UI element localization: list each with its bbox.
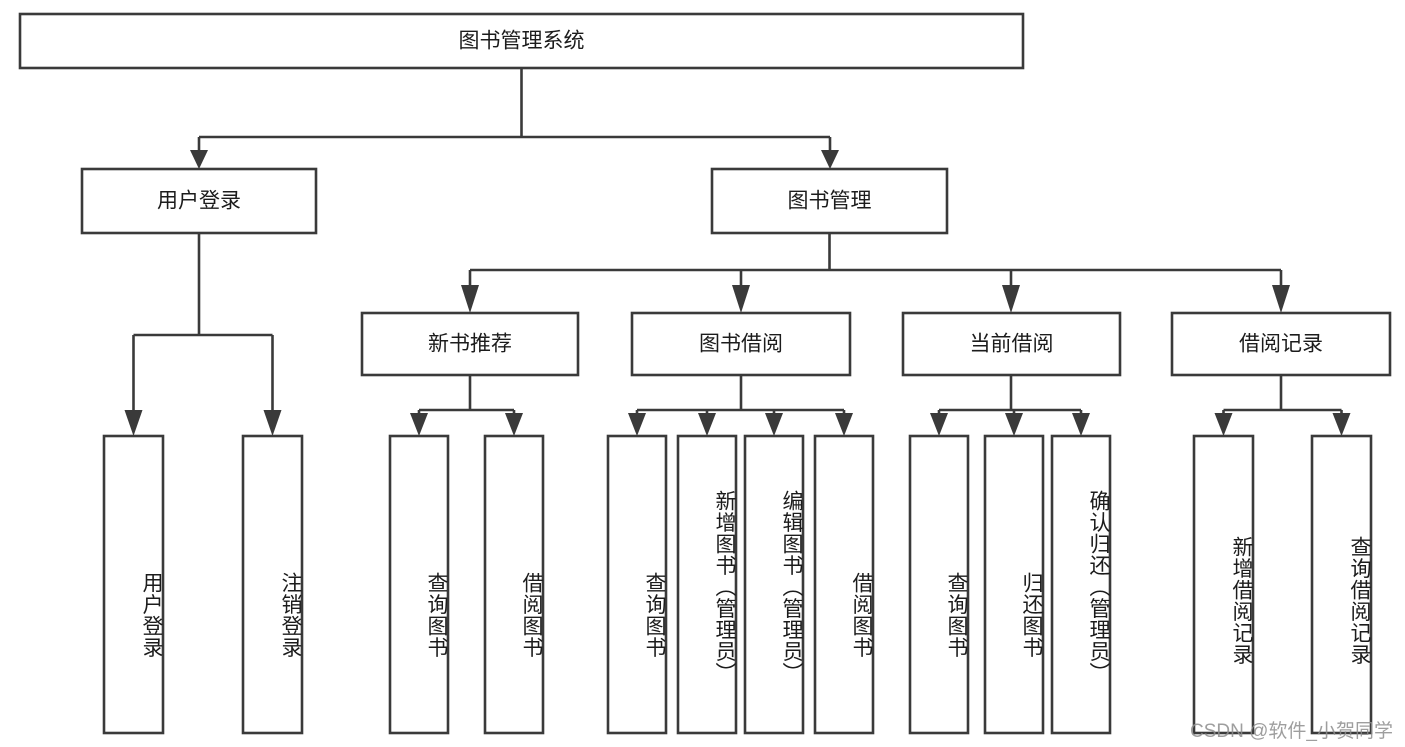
arrow-root-to-book-manage bbox=[821, 150, 839, 169]
arrow-br-to-query-record bbox=[1332, 413, 1351, 436]
node-leaf-borrow-book-bb-box[interactable] bbox=[813, 434, 875, 735]
node-borrow-record-label: 借阅记录 bbox=[1239, 333, 1323, 356]
arrow-nbr-to-borrow-book bbox=[505, 413, 523, 436]
csdn-watermark: CSDN @软件_小贺同学 bbox=[1190, 721, 1393, 742]
arrow-bm-to-bb bbox=[732, 285, 750, 313]
arrow-bm-to-cb bbox=[1002, 285, 1020, 313]
node-leaf-borrow-book-nbr-box[interactable] bbox=[483, 434, 545, 735]
arrow-br-to-add-record bbox=[1214, 413, 1233, 436]
node-current-borrow-box[interactable] bbox=[901, 311, 1122, 377]
arrow-cb-to-query-book bbox=[930, 413, 948, 436]
arrow-bm-to-br bbox=[1272, 285, 1290, 313]
node-leaf-edit-book-box[interactable] bbox=[743, 434, 805, 735]
node-book-borrow-box[interactable] bbox=[630, 311, 852, 377]
node-borrow-record[interactable]: 借阅记录 bbox=[1170, 311, 1392, 377]
connector-layer bbox=[124, 68, 1351, 436]
arrow-bm-to-nbr bbox=[461, 285, 479, 313]
node-user-login[interactable]: 用户登录 bbox=[80, 167, 318, 235]
node-leaf-query-book-cb-box[interactable] bbox=[908, 434, 970, 735]
node-leaf-return-book-box[interactable] bbox=[983, 434, 1045, 735]
node-user-login-label: 用户登录 bbox=[157, 190, 241, 213]
node-leaf-query-record-box[interactable] bbox=[1310, 434, 1373, 735]
node-new-book-recommend-box[interactable] bbox=[360, 311, 580, 377]
node-leaf-add-book-box[interactable] bbox=[676, 434, 738, 735]
node-new-book-recommend-label: 新书推荐 bbox=[428, 333, 512, 356]
node-leaf-logout-box[interactable] bbox=[241, 434, 304, 735]
arrow-root-to-user-login bbox=[190, 150, 208, 169]
node-new-book-recommend[interactable]: 新书推荐 bbox=[360, 311, 580, 377]
node-current-borrow[interactable]: 当前借阅 bbox=[901, 311, 1122, 377]
node-book-manage-box[interactable] bbox=[710, 167, 949, 235]
node-leaf-user-login-box[interactable] bbox=[102, 434, 165, 735]
arrow-cb-to-return-book bbox=[1005, 413, 1023, 436]
arrow-ul-to-leaf-logout bbox=[263, 410, 282, 436]
node-book-manage-label: 图书管理 bbox=[788, 190, 872, 213]
arrow-bb-to-add-book bbox=[698, 413, 716, 436]
arrow-bb-to-query-book bbox=[628, 413, 646, 436]
node-leaf-add-record-box[interactable] bbox=[1192, 434, 1255, 735]
node-root-box[interactable] bbox=[18, 12, 1025, 70]
arrow-nbr-to-query-book bbox=[410, 413, 428, 436]
arrow-bb-to-borrow-book bbox=[835, 413, 853, 436]
node-leaf-query-book-nbr-box[interactable] bbox=[388, 434, 450, 735]
node-user-login-box[interactable] bbox=[80, 167, 318, 235]
node-current-borrow-label: 当前借阅 bbox=[970, 333, 1054, 356]
node-leaf-confirm-return-box[interactable] bbox=[1050, 434, 1112, 735]
node-leaf-query-book-bb-box[interactable] bbox=[606, 434, 668, 735]
arrow-ul-to-leaf-user-login bbox=[124, 410, 143, 436]
leaf-node-boxes bbox=[102, 434, 1373, 735]
node-book-borrow-label: 图书借阅 bbox=[699, 333, 783, 356]
node-book-borrow[interactable]: 图书借阅 bbox=[630, 311, 852, 377]
arrow-cb-to-confirm-return bbox=[1072, 413, 1090, 436]
node-book-manage[interactable]: 图书管理 bbox=[710, 167, 949, 235]
node-borrow-record-box[interactable] bbox=[1170, 311, 1392, 377]
node-root-label: 图书管理系统 bbox=[459, 30, 585, 53]
node-root[interactable]: 图书管理系统 bbox=[18, 12, 1025, 70]
arrow-bb-to-edit-book bbox=[765, 413, 783, 436]
